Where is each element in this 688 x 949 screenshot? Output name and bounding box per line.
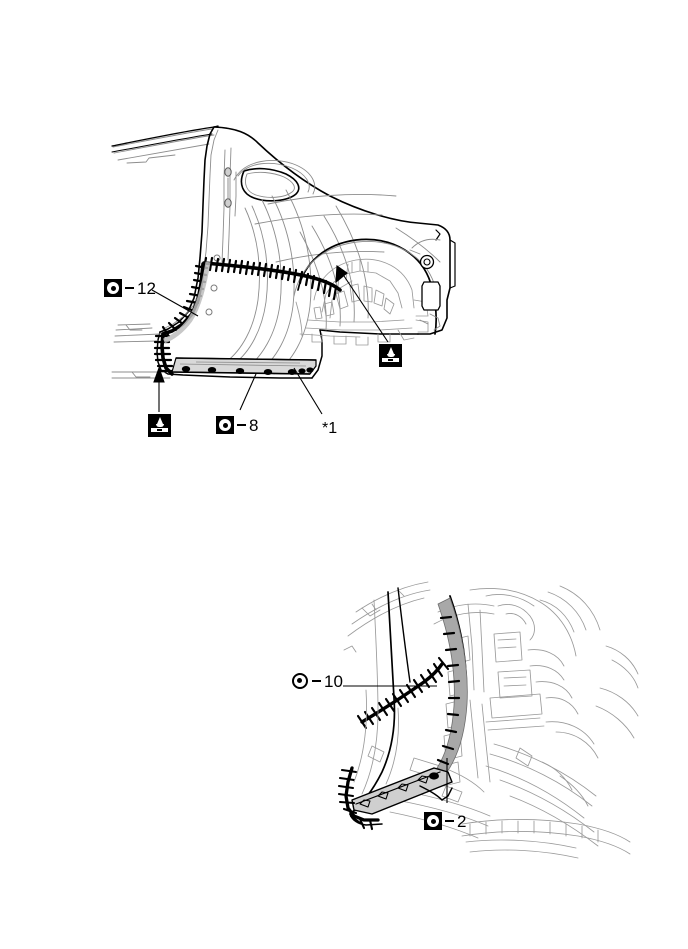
callout-dash xyxy=(445,820,454,822)
pillar-fastener-lower xyxy=(224,198,232,208)
callout-number: 10 xyxy=(324,671,343,691)
weld-square-icon xyxy=(216,416,234,434)
pillar-hole-3 xyxy=(205,308,213,316)
callout-sealer-left[interactable] xyxy=(148,414,171,437)
figure-upper-quarter-panel: 12 8 *1 xyxy=(104,125,456,437)
roof-rail-lines xyxy=(112,128,215,164)
weld-square-icon xyxy=(424,812,442,830)
callout-2[interactable]: 2 xyxy=(424,812,466,830)
wheel-arch-detail-drawing xyxy=(337,581,639,859)
callout-12[interactable]: 12 xyxy=(104,279,156,297)
rocker-extension-lines xyxy=(111,323,171,379)
figure-lower-wheel-arch: 10 2 xyxy=(0,500,688,949)
weld-bead-diagonal xyxy=(356,656,450,730)
callout-sealer-right[interactable] xyxy=(379,344,402,367)
body-crease-lines xyxy=(225,189,397,375)
weld-bead-upper xyxy=(153,256,342,376)
sealer-icon xyxy=(379,344,402,367)
sealer-icon xyxy=(148,414,171,437)
callout-star-1: *1 xyxy=(322,420,338,437)
pillar-fastener-upper xyxy=(224,167,232,177)
bead-shadow xyxy=(163,261,211,344)
callout-dash xyxy=(237,424,246,426)
pillar-hole-2 xyxy=(210,284,218,292)
callout-dash xyxy=(125,287,134,289)
callout-number: 12 xyxy=(137,278,156,298)
sill-notches xyxy=(359,775,429,808)
arch-weld-ticks xyxy=(436,615,461,766)
callout-10[interactable]: 10 xyxy=(291,672,343,690)
wheel-housing-detail xyxy=(295,258,429,346)
callout-number: 8 xyxy=(249,415,259,435)
weld-square-icon xyxy=(104,279,122,297)
callout-dash xyxy=(312,680,321,682)
callout-8[interactable]: 8 xyxy=(216,416,258,434)
callout-number: 2 xyxy=(457,811,467,831)
inner-structure-linework xyxy=(343,581,639,859)
quarter-panel-drawing xyxy=(111,125,456,379)
lamp-pocket xyxy=(421,281,441,311)
weld-circle-icon xyxy=(291,672,309,690)
rocker-sill-bar xyxy=(171,357,317,375)
corner-weld-dot xyxy=(429,772,439,780)
